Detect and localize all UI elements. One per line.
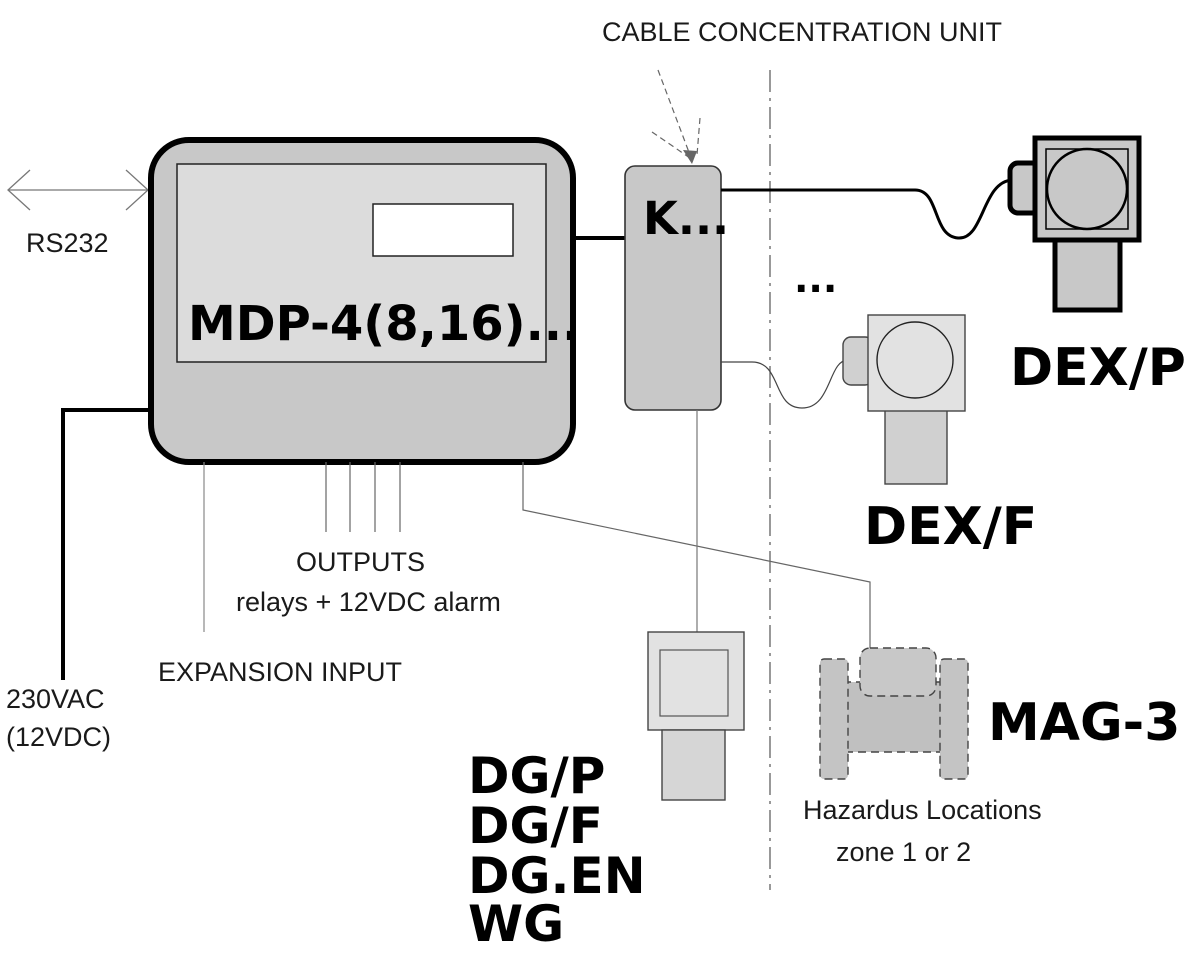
controller-display bbox=[372, 203, 514, 257]
junction-box bbox=[624, 165, 722, 411]
controller-panel bbox=[176, 163, 547, 363]
wg-label: WG bbox=[468, 895, 564, 953]
dg-p-label: DG/P bbox=[468, 747, 605, 805]
dg-en-label: DG.EN bbox=[468, 847, 646, 905]
more-detectors-ellipsis: ... bbox=[794, 257, 837, 301]
cable-unit-label: CABLE CONCENTRATION UNIT bbox=[602, 17, 1002, 47]
arrow-head-icon bbox=[683, 150, 697, 164]
dexp-detector bbox=[1007, 135, 1142, 313]
hazard-label-line2: zone 1 or 2 bbox=[836, 837, 971, 867]
mag3-valve bbox=[819, 647, 969, 780]
dg-sensor bbox=[647, 631, 745, 801]
hazard-label-line1: Hazardus Locations bbox=[803, 795, 1042, 825]
output-lines bbox=[325, 462, 401, 532]
expansion-label: EXPANSION INPUT bbox=[158, 657, 402, 687]
controller-label: MDP-4(8,16)... bbox=[188, 296, 580, 352]
cable-unit-pointer-arrow-icon bbox=[651, 69, 701, 159]
dexf-cable bbox=[721, 359, 849, 409]
dg-f-label: DG/F bbox=[468, 797, 603, 855]
rs232-label: RS232 bbox=[26, 228, 109, 258]
power-dc-label: (12VDC) bbox=[6, 722, 111, 752]
rs232-arrow-icon bbox=[7, 169, 149, 211]
dexp-cable bbox=[721, 178, 1013, 240]
power-line bbox=[61, 408, 152, 680]
power-ac-label: 230VAC bbox=[6, 684, 105, 714]
dexp-label: DEX/P bbox=[1010, 338, 1186, 398]
outputs-detail-label: relays + 12VDC alarm bbox=[236, 587, 501, 617]
dexf-label: DEX/F bbox=[864, 497, 1037, 557]
mag3-label: MAG-3 bbox=[988, 693, 1180, 753]
outputs-label: OUTPUTS bbox=[296, 547, 425, 577]
junction-label: K... bbox=[643, 192, 729, 245]
dexf-detector bbox=[842, 314, 966, 485]
